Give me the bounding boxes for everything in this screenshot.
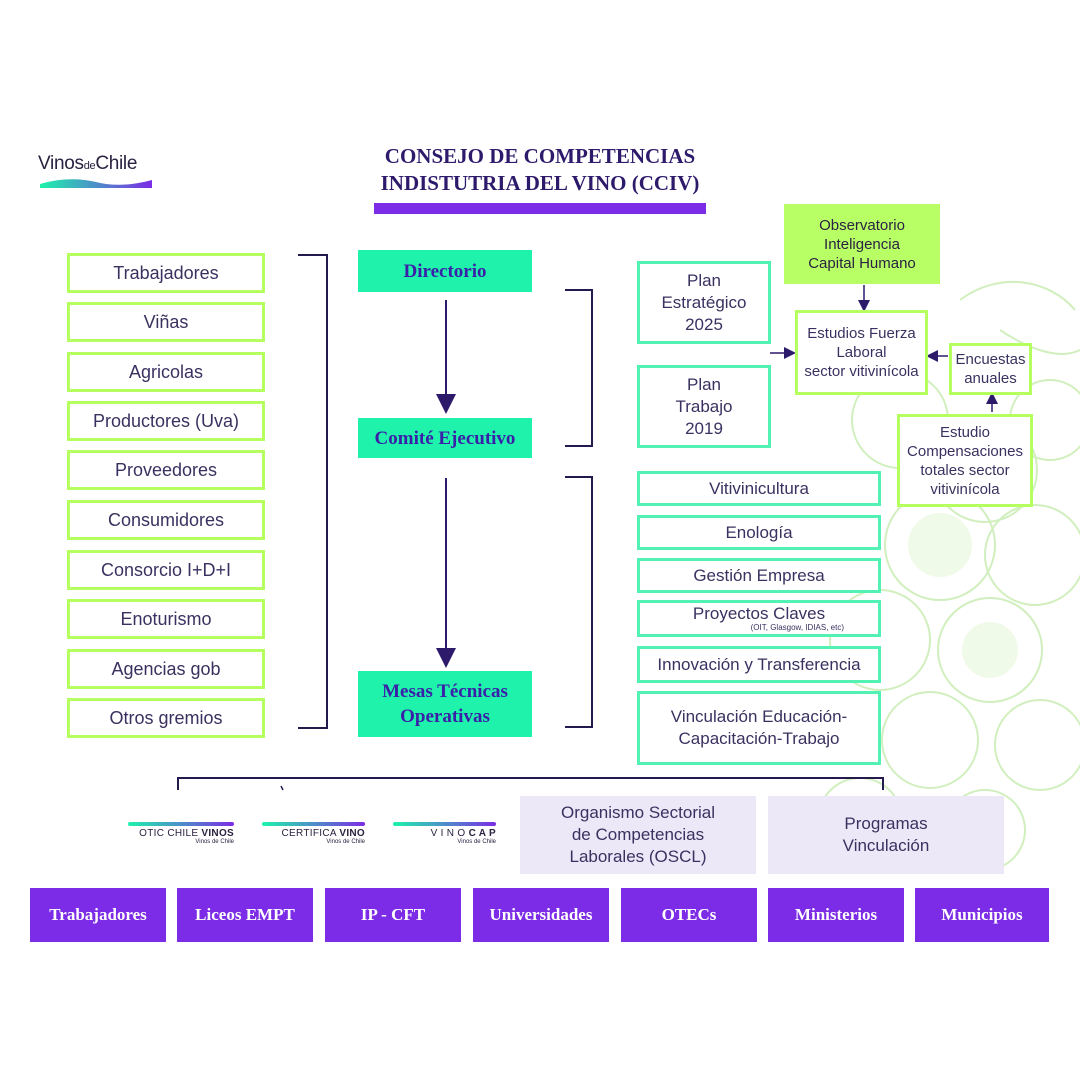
bottom-connector-tick — [280, 785, 284, 791]
mesa-proyectos-claves: Proyectos Claves (OIT, Glasgow, IDIAS, e… — [637, 600, 881, 637]
stakeholder-agencias-gob: Agencias gob — [67, 649, 265, 689]
otic-chile-vinos-logo: OTIC CHILE VINOS Vinos de Chile — [128, 822, 234, 845]
otic-logo-text: OTIC CHILE VINOS — [128, 828, 234, 839]
estudios-line-3: sector vitivinícola — [804, 363, 919, 380]
logo-brand-end: Chile — [95, 153, 138, 174]
programas-line-1: Programas — [844, 814, 928, 833]
mesa-vinculacion: Vinculación Educación- Capacitación-Trab… — [637, 691, 881, 765]
stakeholder-enoturismo: Enoturismo — [67, 599, 265, 639]
stakeholder-consumidores: Consumidores — [67, 500, 265, 540]
proyectos-claves-label: Proyectos Claves — [692, 604, 826, 623]
estudio-comp-line-3: totales sector — [920, 461, 1010, 479]
mesas-line-2: Operativas — [400, 706, 490, 727]
estudios-fuerza-laboral-box: Estudios Fuerza Laboral sector vitiviníc… — [795, 310, 928, 395]
plan-trabajo-line-1: Plan — [686, 374, 722, 394]
stakeholder-productores: Productores (Uva) — [67, 401, 265, 441]
estudio-compensaciones-box: Estudio Compensaciones totales sector vi… — [897, 414, 1033, 507]
logo-brand-main: Vinos — [38, 153, 84, 174]
observatorio-line-1: Observatorio — [819, 216, 905, 234]
otic-logo-bold: VINOS — [201, 828, 234, 839]
estudio-comp-line-2: Compensaciones — [907, 442, 1023, 460]
partner-ip-cft: IP - CFT — [325, 888, 461, 942]
partner-liceos-empt: Liceos EMPT — [177, 888, 313, 942]
partner-municipios: Municipios — [915, 888, 1049, 942]
logo-wave-icon — [40, 179, 152, 188]
plan-estrategico-line-1: Plan — [686, 270, 722, 290]
vinocap-logo-main: V I N O — [430, 828, 469, 839]
mesas-tecnicas-box: Mesas Técnicas Operativas — [358, 671, 532, 737]
stakeholder-consorcio: Consorcio I+D+I — [67, 550, 265, 590]
programas-vinculacion-box: Programas Vinculación — [768, 796, 1004, 874]
page-title: CONSEJO DE COMPETENCIAS INDISTUTRIA DEL … — [330, 143, 750, 197]
otic-logo-wave — [128, 822, 234, 826]
stakeholder-trabajadores: Trabajadores — [67, 253, 265, 293]
oscl-line-2: de Competencias — [571, 825, 705, 844]
directorio-comite-bracket — [565, 289, 593, 447]
certifica-vino-logo: CERTIFICA VINO Vinos de Chile — [262, 822, 365, 845]
encuestas-line-1: Encuestas — [955, 351, 1026, 368]
vinocap-logo-text: V I N O C A P — [393, 828, 496, 839]
plan-trabajo-box: Plan Trabajo 2019 — [637, 365, 771, 448]
observatorio-line-3: Capital Humano — [808, 254, 916, 272]
otic-logo-sub: Vinos de Chile — [195, 839, 234, 845]
bottom-connector-line — [177, 777, 884, 790]
vinos-de-chile-logo: VinosdeChile — [38, 153, 137, 175]
mesa-vitivinicultura: Vitivinicultura — [637, 471, 881, 506]
certifica-logo-main: CERTIFICA — [281, 828, 340, 839]
vinocap-logo-sub: Vinos de Chile — [457, 839, 496, 845]
plan-estrategico-line-3: 2025 — [685, 314, 723, 334]
estudios-line-1: Estudios Fuerza — [807, 325, 916, 342]
certifica-logo-sub: Vinos de Chile — [326, 839, 365, 845]
certifica-logo-text: CERTIFICA VINO — [262, 828, 365, 839]
mesas-bracket — [565, 476, 593, 728]
vinocap-logo: V I N O C A P Vinos de Chile — [393, 822, 496, 845]
directorio-box: Directorio — [358, 250, 532, 292]
oscl-line-1: Organismo Sectorial — [560, 803, 715, 822]
certifica-logo-wave — [262, 822, 365, 826]
vinculacion-line-1: Vinculación Educación- — [670, 707, 848, 726]
vinculacion-line-2: Capacitación-Trabajo — [678, 729, 840, 748]
mesa-innovacion-transferencia: Innovación y Transferencia — [637, 646, 881, 683]
observatorio-line-2: Inteligencia — [824, 235, 900, 253]
observatorio-box: Observatorio Inteligencia Capital Humano — [784, 204, 940, 284]
comite-ejecutivo-box: Comité Ejecutivo — [358, 418, 532, 458]
mesas-line-1: Mesas Técnicas — [382, 681, 508, 702]
vinocap-logo-bold: C A P — [468, 828, 496, 839]
partner-ministerios: Ministerios — [768, 888, 904, 942]
certifica-logo-bold: VINO — [339, 828, 365, 839]
partner-otecs: OTECs — [621, 888, 757, 942]
plan-estrategico-line-2: Estratégico — [661, 292, 747, 312]
estudios-line-2: Laboral — [836, 344, 887, 361]
logo-brand-de: de — [83, 160, 96, 172]
stakeholder-otros-gremios: Otros gremios — [67, 698, 265, 738]
plan-trabajo-line-3: 2019 — [685, 418, 723, 438]
stakeholders-bracket — [298, 254, 328, 729]
estudio-comp-line-1: Estudio — [939, 423, 991, 441]
stakeholder-agricolas: Agricolas — [67, 352, 265, 392]
plan-trabajo-line-2: Trabajo — [675, 396, 733, 416]
encuestas-line-2: anuales — [964, 370, 1017, 387]
title-line-1: CONSEJO DE COMPETENCIAS — [384, 144, 696, 168]
plan-estrategico-box: Plan Estratégico 2025 — [637, 261, 771, 344]
stakeholder-proveedores: Proveedores — [67, 450, 265, 490]
encuestas-anuales-box: Encuestas anuales — [949, 343, 1032, 395]
vinocap-logo-wave — [393, 822, 496, 826]
proyectos-claves-note: (OIT, Glasgow, IDIAS, etc) — [750, 623, 844, 632]
mesa-enologia: Enología — [637, 515, 881, 550]
oscl-box: Organismo Sectorial de Competencias Labo… — [520, 796, 756, 874]
estudio-comp-line-4: vitivinícola — [930, 480, 1000, 498]
partner-trabajadores: Trabajadores — [30, 888, 166, 942]
title-line-2: INDISTUTRIA DEL VINO (CCIV) — [380, 171, 700, 195]
partner-universidades: Universidades — [473, 888, 609, 942]
otic-logo-main: OTIC CHILE — [139, 828, 202, 839]
stakeholder-vinas: Viñas — [67, 302, 265, 342]
programas-line-2: Vinculación — [842, 836, 930, 855]
mesa-gestion-empresa: Gestión Empresa — [637, 558, 881, 593]
oscl-line-3: Laborales (OSCL) — [569, 847, 707, 866]
title-underline-bar — [374, 203, 706, 214]
